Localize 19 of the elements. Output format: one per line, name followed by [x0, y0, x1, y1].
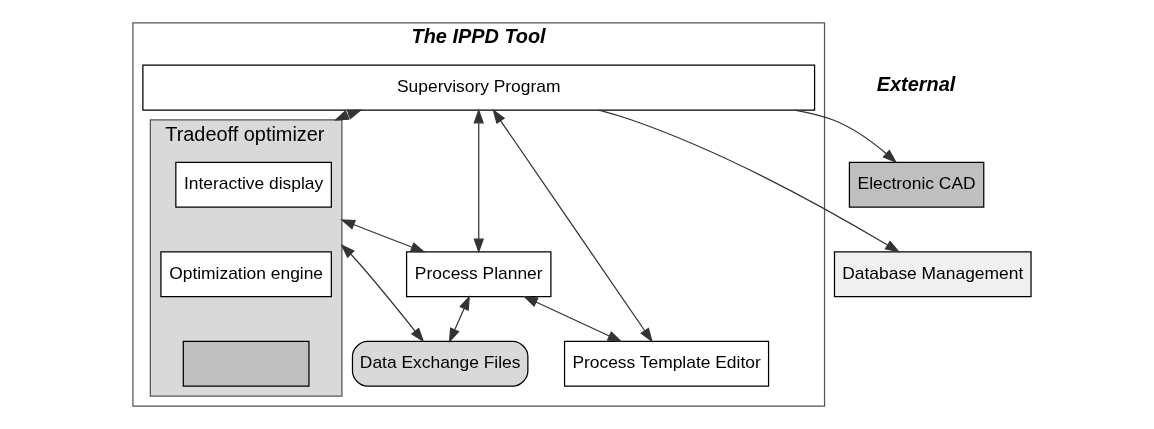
node-box — [182, 340, 310, 387]
node-box: Supervisory Program — [142, 64, 816, 111]
arrow — [340, 219, 426, 253]
arrow — [473, 108, 484, 254]
label: External — [876, 73, 956, 96]
node-box: Optimization engine — [160, 251, 332, 298]
node-box: Data Exchange Files — [351, 340, 529, 387]
node-box: Process Planner — [405, 251, 552, 298]
node-box: Process Template Editor — [563, 340, 770, 387]
arrow — [340, 243, 425, 343]
node-box: Electronic CAD — [848, 161, 985, 208]
node-box: Interactive display — [175, 161, 332, 208]
node-box: Database Management — [833, 251, 1032, 298]
arrow — [794, 109, 898, 164]
arrow — [333, 109, 363, 121]
arrow — [598, 109, 901, 253]
arrow — [448, 295, 470, 343]
arrow — [522, 295, 623, 343]
arrow — [492, 108, 653, 343]
